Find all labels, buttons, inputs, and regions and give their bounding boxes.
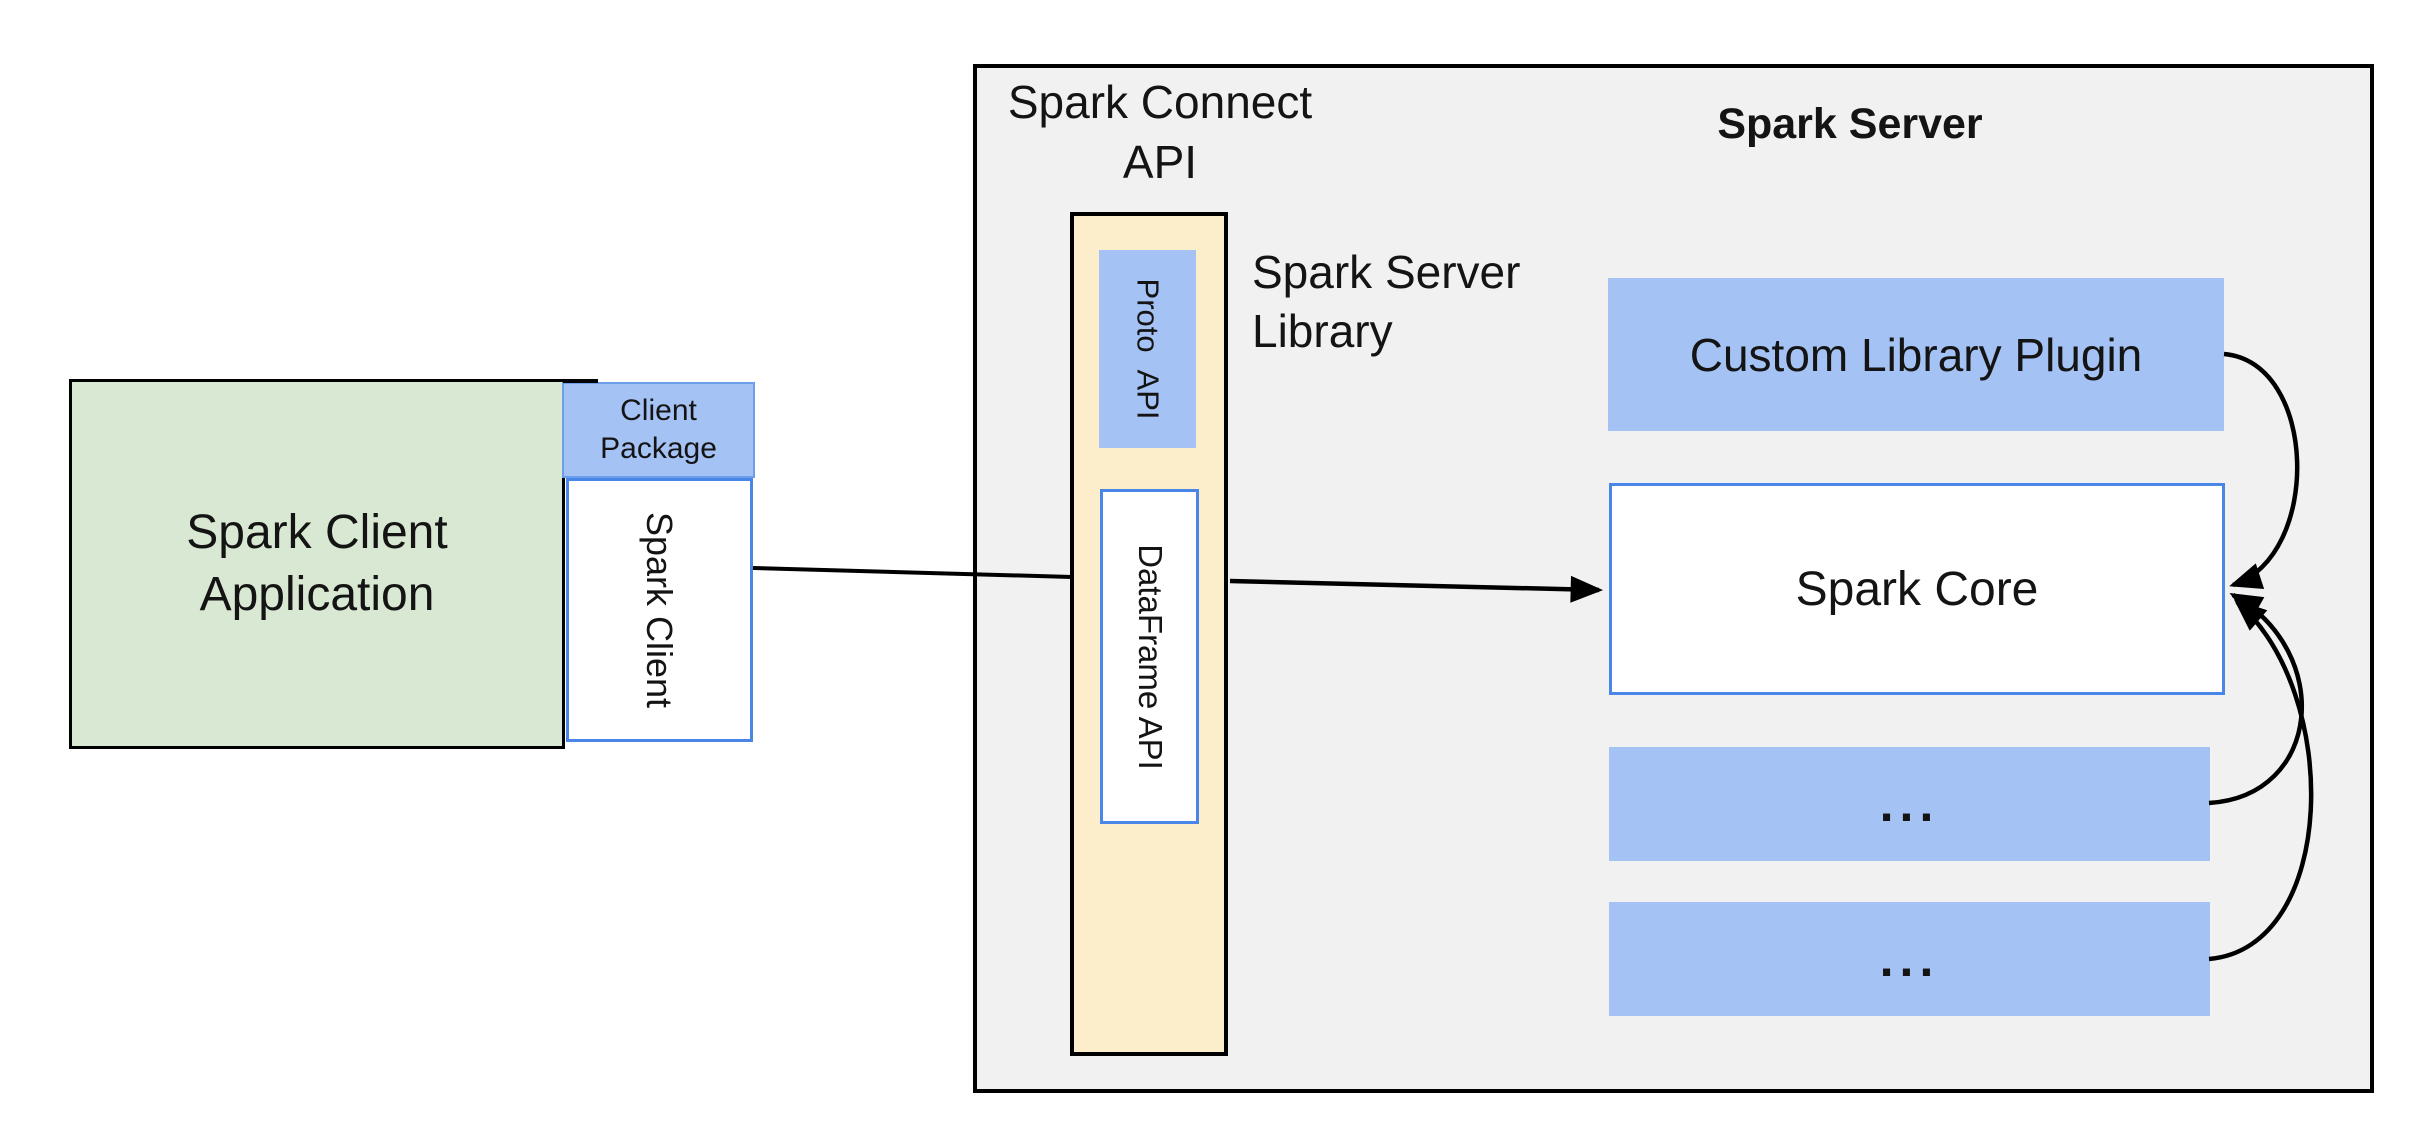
custom-library-plugin-label: Custom Library Plugin: [1689, 328, 2143, 381]
more-plugins-ellipsis-1: ...: [1879, 776, 1940, 832]
spark-server-library-label: Spark Server Library: [1252, 246, 1521, 357]
proto-api-box: Proto API: [1099, 250, 1196, 448]
spark-client-application-box: Spark Client Application: [69, 379, 565, 749]
more-plugins-box-2: ...: [1609, 902, 2210, 1016]
dataframe-api-label: DataFrame API: [1131, 543, 1169, 770]
spark-core-label: Spark Core: [1795, 562, 2039, 616]
client-package-box: Client Package: [562, 382, 755, 478]
client-package-label: Client Package: [600, 394, 717, 465]
spark-client-box: Spark Client: [566, 478, 753, 742]
dataframe-api-box: DataFrame API: [1100, 489, 1199, 824]
spark-server-title: Spark Server: [1717, 100, 1983, 148]
proto-api-label: Proto API: [1130, 278, 1166, 420]
more-plugins-box-1: ...: [1609, 747, 2210, 861]
spark-core-box: Spark Core: [1609, 483, 2225, 695]
spark-connect-api-label: Spark Connect API: [1007, 76, 1313, 188]
spark-client-label: Spark Client: [639, 511, 681, 709]
custom-library-plugin-box: Custom Library Plugin: [1608, 278, 2224, 431]
spark-client-application-label: Spark Client Application: [186, 506, 448, 621]
more-plugins-ellipsis-2: ...: [1879, 931, 1940, 987]
